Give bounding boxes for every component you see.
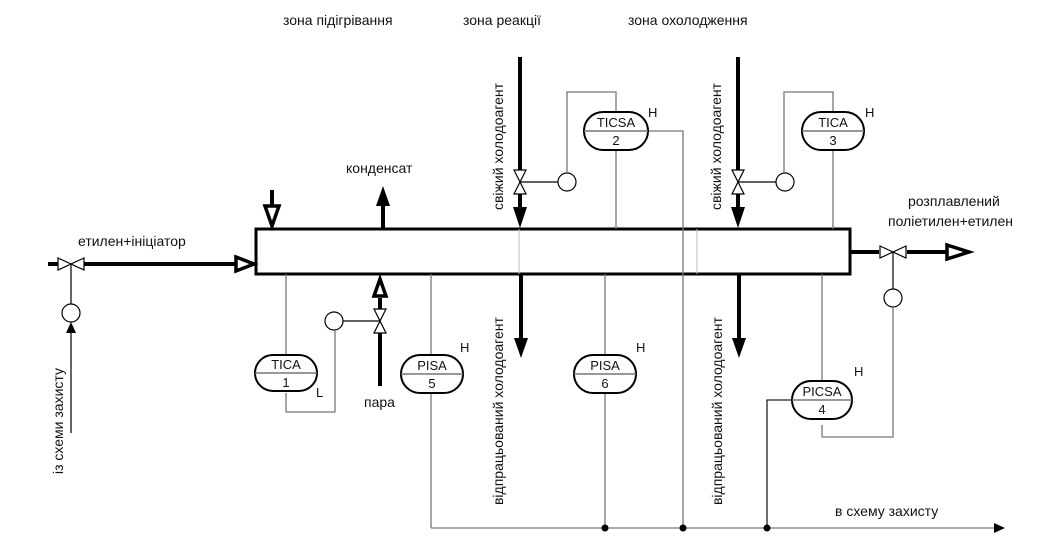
coolant-valve-2[interactable] bbox=[731, 169, 745, 195]
instrument-picsa-4[interactable]: PICSA 4 H bbox=[791, 364, 863, 420]
actuator-icon bbox=[61, 303, 81, 323]
instrument-tica-3[interactable]: TICA 3 H bbox=[801, 105, 874, 151]
instrument-number: 4 bbox=[818, 402, 825, 417]
up-arrow-icon bbox=[376, 186, 390, 206]
down-arrow-icon bbox=[514, 338, 528, 358]
instrument-function: TICSA bbox=[597, 115, 636, 130]
actuator-icon bbox=[557, 172, 577, 192]
coolant-valve-1[interactable] bbox=[513, 169, 527, 195]
inlet-line bbox=[48, 254, 259, 274]
label-to-protection: в схему захисту bbox=[835, 503, 938, 519]
inlet-valve[interactable] bbox=[57, 257, 85, 271]
steam-valve[interactable] bbox=[373, 308, 387, 334]
signal-arrow-icon bbox=[994, 523, 1005, 533]
flow-arrow-icon bbox=[945, 242, 975, 262]
stream-label-condensate: конденсат bbox=[346, 160, 413, 176]
flow-arrow-icon bbox=[234, 254, 259, 274]
instrument-tica-1[interactable]: TICA 1 L bbox=[254, 354, 323, 400]
instrument-function: TICA bbox=[271, 357, 301, 372]
stream-label-outlet-1: розплавлений bbox=[908, 193, 1000, 209]
junction-dot bbox=[679, 524, 687, 532]
actuator-icon bbox=[775, 172, 795, 192]
zone-label-cooling: зона охолодження bbox=[628, 12, 748, 28]
junction-dot bbox=[763, 524, 771, 532]
instrument-limit: H bbox=[648, 105, 657, 120]
stream-label-steam: пара bbox=[364, 394, 395, 410]
instrument-ticsa-2[interactable]: TICSA 2 H bbox=[583, 105, 657, 151]
zone-label-reaction: зона реакції bbox=[463, 12, 541, 28]
outlet-valve[interactable] bbox=[879, 245, 907, 259]
instrument-number: 3 bbox=[829, 133, 836, 148]
actuator-icon bbox=[324, 311, 344, 331]
reactor-vessel bbox=[254, 227, 852, 276]
stream-label-spent-coolant-1: відпрацьований холодоагент bbox=[490, 317, 506, 505]
zone-label-preheat: зона підігрівання bbox=[283, 12, 393, 28]
label-from-protection: із схеми захисту bbox=[50, 368, 66, 474]
instrument-limit: H bbox=[865, 105, 874, 120]
up-arrow-icon bbox=[371, 273, 389, 298]
instrument-function: PICSA bbox=[802, 384, 841, 399]
junction-dot bbox=[601, 524, 609, 532]
instrument-function: TICA bbox=[818, 115, 848, 130]
down-arrow-icon bbox=[513, 207, 527, 228]
instrument-function: PISA bbox=[590, 358, 620, 373]
instrument-pisa-5[interactable]: PISA 5 H bbox=[400, 340, 469, 394]
instrument-number: 2 bbox=[612, 133, 619, 148]
actuator-icon bbox=[883, 288, 903, 308]
stream-label-outlet-2: поліетилен+етилен bbox=[888, 213, 1013, 229]
instrument-limit: H bbox=[854, 364, 863, 379]
instrument-number: 5 bbox=[428, 376, 435, 391]
instrument-limit: H bbox=[636, 340, 645, 355]
stream-label-fresh-coolant-2: свіжий холодоагент bbox=[708, 82, 724, 210]
feed-arrow-icon bbox=[262, 204, 282, 232]
instrument-number: 6 bbox=[601, 376, 608, 391]
down-arrow-icon bbox=[732, 338, 746, 358]
stream-label-fresh-coolant-1: свіжий холодоагент bbox=[490, 82, 506, 210]
stream-label-spent-coolant-2: відпрацьований холодоагент bbox=[709, 317, 725, 505]
stream-label-inlet: етилен+ініціатор bbox=[78, 233, 186, 249]
down-arrow-icon bbox=[731, 207, 745, 228]
instrument-pisa-6[interactable]: PISA 6 H bbox=[573, 340, 645, 394]
signal-arrow-icon bbox=[66, 322, 76, 333]
instrument-limit: L bbox=[316, 385, 323, 400]
instrument-limit: H bbox=[460, 340, 469, 355]
instrument-function: PISA bbox=[417, 358, 447, 373]
instrument-number: 1 bbox=[282, 375, 289, 390]
